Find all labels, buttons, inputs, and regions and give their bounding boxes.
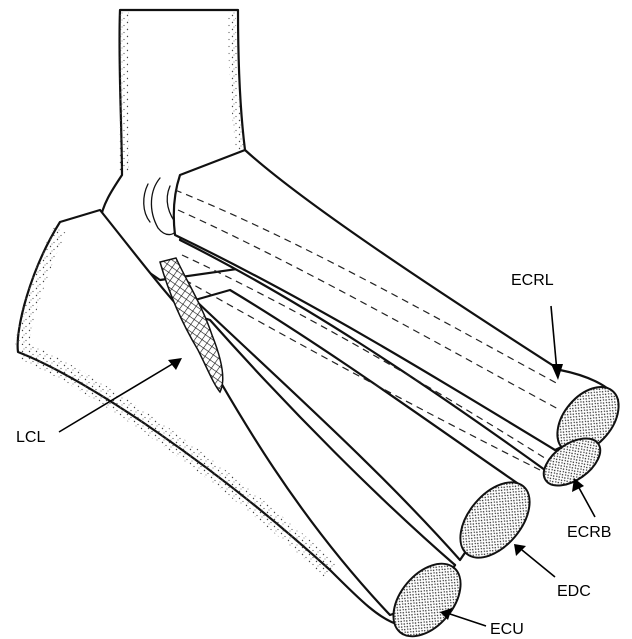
label-ecrb: ECRB	[567, 524, 611, 541]
label-ecu: ECU	[490, 621, 524, 638]
label-edc: EDC	[557, 583, 591, 600]
muscle-bellies	[174, 150, 618, 615]
label-ecrl: ECRL	[511, 272, 554, 289]
label-lcl: LCL	[16, 429, 45, 446]
